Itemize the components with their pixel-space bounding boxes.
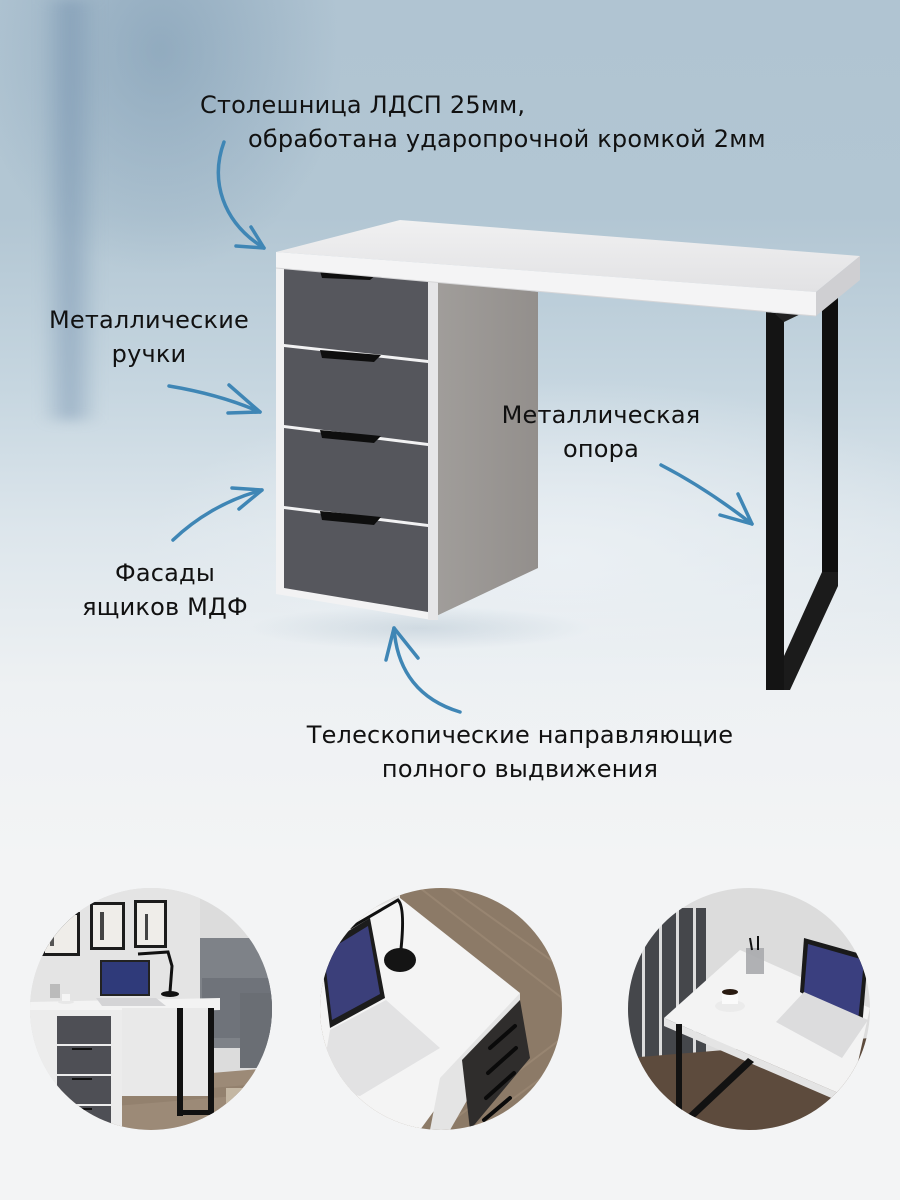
callout-fronts-line2: ящиков МДФ: [82, 593, 248, 621]
callout-slides-line1: Телескопические направляющие: [306, 721, 734, 749]
drawer-4: [284, 509, 428, 612]
callout-slides: Телескопические направляющие полного выд…: [280, 718, 760, 786]
callout-handles-line1: Металлические: [48, 306, 250, 334]
handle-4: [320, 511, 381, 525]
photo-gallery: [0, 880, 900, 1150]
photo-desk-living-room: [30, 888, 272, 1130]
callout-fronts: Фасады ящиков МДФ: [80, 556, 250, 624]
callout-handles-line2: ручки: [111, 340, 187, 368]
callout-tabletop-line2: обработана ударопрочной кромкой 2мм: [248, 125, 766, 153]
callout-support-line1: Металлическая: [501, 401, 701, 429]
drawer-1: [284, 268, 428, 360]
drawer-fronts: [284, 268, 428, 612]
desk-illustration: [250, 220, 860, 690]
handle-2: [320, 350, 381, 362]
callout-fronts-line1: Фасады: [114, 559, 215, 587]
callout-support-line2: опора: [563, 435, 639, 463]
metal-leg: [766, 286, 838, 690]
photo-desk-top-view: [320, 888, 562, 1130]
blurred-background-post: [40, 0, 100, 420]
callout-handles: Металлические ручки: [36, 303, 262, 371]
callout-tabletop: Столешница ЛДСП 25мм, обработана ударопр…: [200, 88, 766, 156]
tabletop: [275, 220, 860, 317]
callout-tabletop-line1: Столешница ЛДСП 25мм,: [200, 91, 526, 119]
photo-desk-corner: [628, 888, 870, 1130]
cabinet-side: [432, 278, 538, 618]
callout-support: Металлическая опора: [488, 398, 714, 466]
drawer-3: [284, 428, 428, 524]
callout-slides-line2: полного выдвижения: [381, 755, 659, 783]
drawer-2: [284, 347, 428, 443]
handle-3: [320, 430, 381, 443]
